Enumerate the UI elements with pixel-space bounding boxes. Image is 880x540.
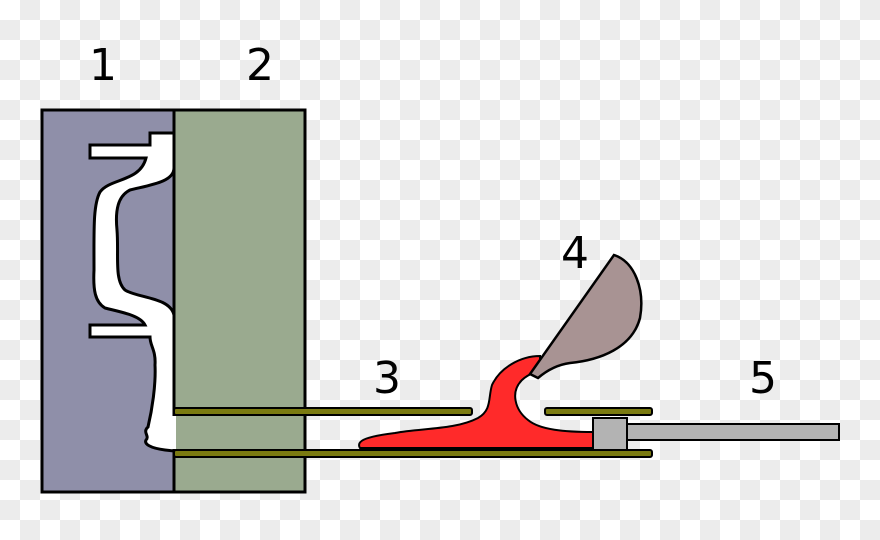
- label-5: 5: [749, 353, 777, 404]
- plunger-rod: [626, 423, 840, 441]
- channel-opening: [172, 416, 176, 449]
- sleeve-top-right: [544, 407, 653, 416]
- plunger-tip: [592, 417, 628, 451]
- label-3: 3: [373, 353, 401, 404]
- molten-metal: [358, 354, 594, 449]
- shot-sleeve: [173, 407, 653, 458]
- label-2: 2: [246, 40, 274, 91]
- sleeve-top-left: [173, 407, 473, 416]
- die-cavity: [88, 131, 176, 453]
- sleeve-bottom: [173, 449, 653, 458]
- ladle: [528, 253, 643, 380]
- label-1: 1: [89, 40, 117, 91]
- moving-die-half: [172, 108, 307, 494]
- label-4: 4: [561, 228, 589, 279]
